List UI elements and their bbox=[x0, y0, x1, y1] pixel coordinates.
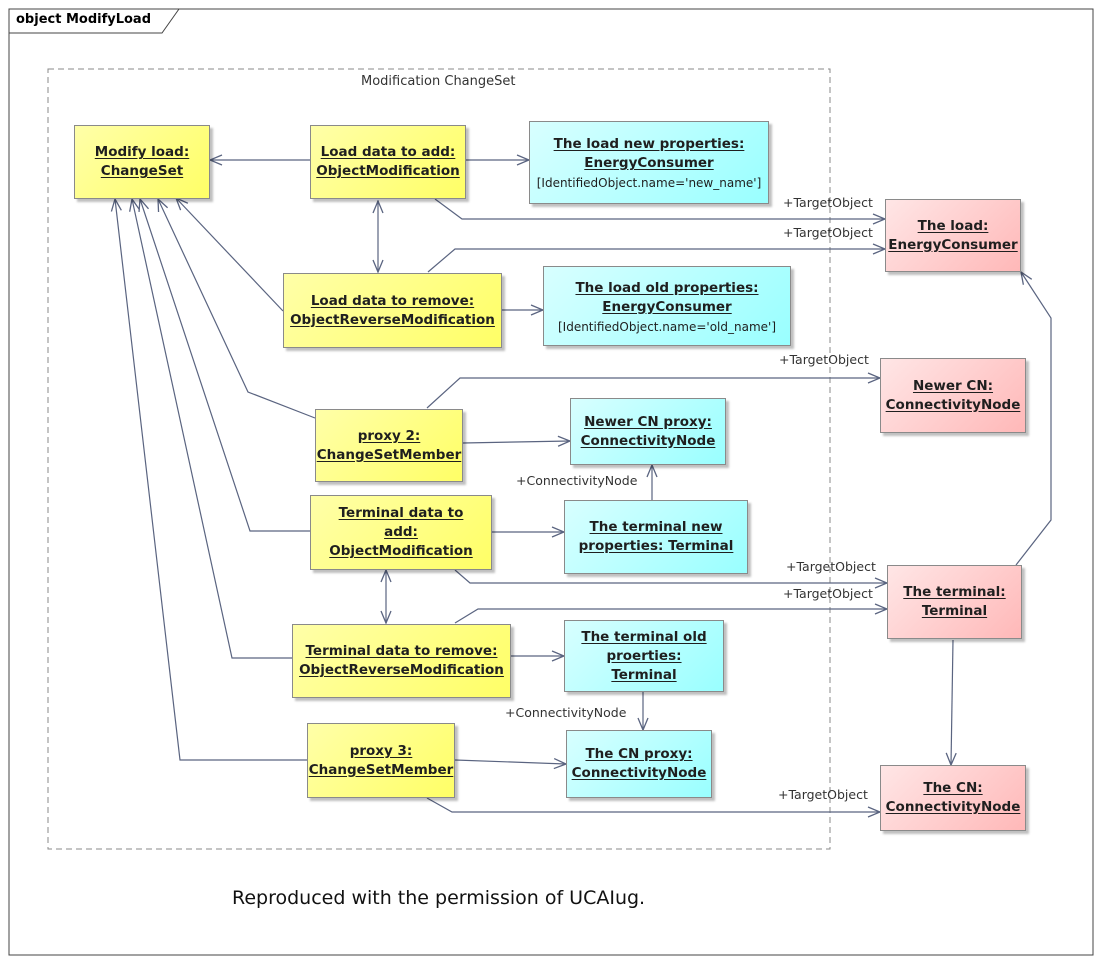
node-the-terminal[interactable]: The terminal: Terminal bbox=[887, 565, 1022, 639]
node-newer-cn-proxy[interactable]: Newer CN proxy: ConnectivityNode bbox=[570, 398, 726, 465]
node-terminal-add[interactable]: Terminal data to add: ObjectModification bbox=[310, 495, 492, 570]
node-load-old-props[interactable]: The load old properties: EnergyConsumer … bbox=[543, 266, 791, 346]
role-label-target-terminal-remove: +TargetObject bbox=[783, 586, 873, 601]
node-title: Load data to remove: ObjectReverseModifi… bbox=[290, 292, 495, 328]
node-terminal-remove[interactable]: Terminal data to remove: ObjectReverseMo… bbox=[292, 624, 511, 698]
link-proxy2-newercnproxy bbox=[462, 441, 570, 443]
node-constraint: [IdentifiedObject.name='old_name'] bbox=[557, 319, 776, 334]
connectors bbox=[115, 160, 1052, 812]
node-cn-proxy[interactable]: The CN proxy: ConnectivityNode bbox=[566, 730, 712, 798]
frame-border bbox=[8, 8, 1094, 956]
node-title: proxy 2: ChangeSetMember bbox=[316, 427, 462, 463]
node-title: Terminal data to remove: ObjectReverseMo… bbox=[299, 643, 504, 678]
node-title: The CN: ConnectivityNode bbox=[885, 780, 1021, 815]
changeset-label: Modification ChangeSet bbox=[361, 74, 516, 89]
frame-tab-outline bbox=[9, 8, 180, 34]
role-label-target-newer-cn: +TargetObject bbox=[779, 352, 869, 367]
frame-title: object ModifyLoad bbox=[16, 12, 152, 27]
role-label-target-cn: +TargetObject bbox=[778, 787, 868, 802]
node-modify-load[interactable]: Modify load: ChangeSet bbox=[74, 125, 210, 199]
node-title: Terminal data to add: ObjectModification bbox=[329, 505, 473, 559]
node-title: Load data to add: ObjectModification bbox=[316, 144, 460, 179]
link-proxy3-modify bbox=[115, 199, 307, 761]
node-terminal-new-props[interactable]: The terminal new properties: Terminal bbox=[564, 500, 748, 574]
node-title: The load: EnergyConsumer bbox=[888, 217, 1018, 253]
link-proxy2-modify bbox=[158, 199, 316, 419]
node-title: The CN proxy: ConnectivityNode bbox=[571, 746, 707, 781]
link-theterminal-theload bbox=[1015, 272, 1052, 566]
node-title: The terminal new properties: Terminal bbox=[578, 519, 734, 554]
node-proxy2[interactable]: proxy 2: ChangeSetMember bbox=[315, 409, 463, 482]
node-newer-cn[interactable]: Newer CN: ConnectivityNode bbox=[880, 358, 1026, 433]
link-terminalremove-theterminal bbox=[454, 609, 887, 624]
node-title: The load new properties: EnergyConsumer bbox=[553, 136, 745, 171]
node-title: The terminal: Terminal bbox=[903, 584, 1006, 619]
node-proxy3[interactable]: proxy 3: ChangeSetMember bbox=[307, 723, 455, 798]
link-loadadd-theload bbox=[434, 198, 885, 219]
changeset-boundary bbox=[47, 68, 831, 850]
role-label-connectivity-cn: +ConnectivityNode bbox=[505, 705, 627, 720]
node-title: The load old properties: EnergyConsumer bbox=[575, 279, 759, 315]
link-terminaladd-theterminal bbox=[454, 569, 887, 583]
node-title: The terminal old proerties: Terminal bbox=[581, 628, 707, 683]
node-load-add[interactable]: Load data to add: ObjectModification bbox=[310, 125, 466, 199]
node-load-new-props[interactable]: The load new properties: EnergyConsumer … bbox=[529, 121, 769, 204]
role-label-target-load-remove: +TargetObject bbox=[783, 225, 873, 240]
node-title: proxy 3: ChangeSetMember bbox=[308, 742, 454, 778]
link-theterminal-thecn bbox=[951, 639, 953, 765]
role-label-target-terminal-add: +TargetObject bbox=[786, 559, 876, 574]
node-title: Newer CN: ConnectivityNode bbox=[885, 377, 1021, 413]
node-constraint: [IdentifiedObject.name='new_name'] bbox=[536, 176, 762, 190]
node-terminal-old-props[interactable]: The terminal old proerties: Terminal bbox=[564, 620, 724, 692]
node-the-load[interactable]: The load: EnergyConsumer bbox=[885, 199, 1021, 272]
caption: Reproduced with the permission of UCAIug… bbox=[232, 887, 646, 909]
link-loadremove-theload bbox=[427, 249, 885, 273]
node-title: Modify load: ChangeSet bbox=[94, 144, 190, 179]
link-terminaladd-modify bbox=[140, 199, 310, 532]
role-label-target-load-add: +TargetObject bbox=[783, 195, 873, 210]
node-load-remove[interactable]: Load data to remove: ObjectReverseModifi… bbox=[283, 273, 502, 348]
link-proxy3-cnproxy bbox=[454, 760, 566, 764]
link-proxy2-newercn bbox=[426, 378, 880, 409]
node-title: Newer CN proxy: ConnectivityNode bbox=[580, 413, 716, 449]
role-label-connectivity-newer: +ConnectivityNode bbox=[516, 473, 638, 488]
link-loadremove-modify bbox=[176, 198, 284, 312]
link-proxy3-thecn bbox=[426, 797, 880, 812]
node-the-cn[interactable]: The CN: ConnectivityNode bbox=[880, 765, 1026, 831]
link-terminalremove-modify bbox=[132, 199, 292, 659]
